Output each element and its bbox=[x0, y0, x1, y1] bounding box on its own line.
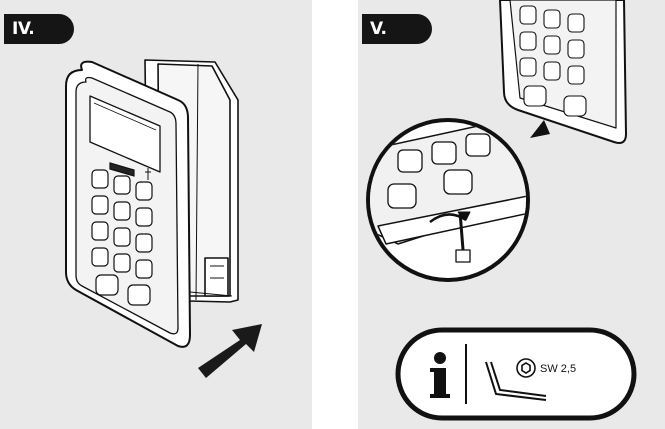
step-v-label: V. bbox=[362, 14, 432, 44]
keypad-buttons bbox=[91, 162, 153, 306]
hex-key-icon bbox=[485, 361, 547, 401]
info-box: SW 2,5 bbox=[395, 327, 637, 421]
step-iv-panel: IV. bbox=[0, 0, 312, 429]
magnified-detail bbox=[366, 118, 530, 282]
step-v-illustration: SW 2,5 bbox=[366, 0, 637, 421]
step-iv-label: IV. bbox=[4, 14, 74, 44]
step-v-panel: V. bbox=[358, 0, 665, 429]
hex-socket-icon bbox=[516, 358, 536, 378]
tool-size-label: SW 2,5 bbox=[540, 363, 576, 375]
detail-pointer bbox=[530, 120, 550, 138]
info-icon bbox=[430, 352, 450, 398]
step-iv-illustration bbox=[65, 59, 262, 378]
slide-direction-arrow bbox=[198, 324, 262, 378]
keypad-device-detail bbox=[499, 0, 627, 144]
